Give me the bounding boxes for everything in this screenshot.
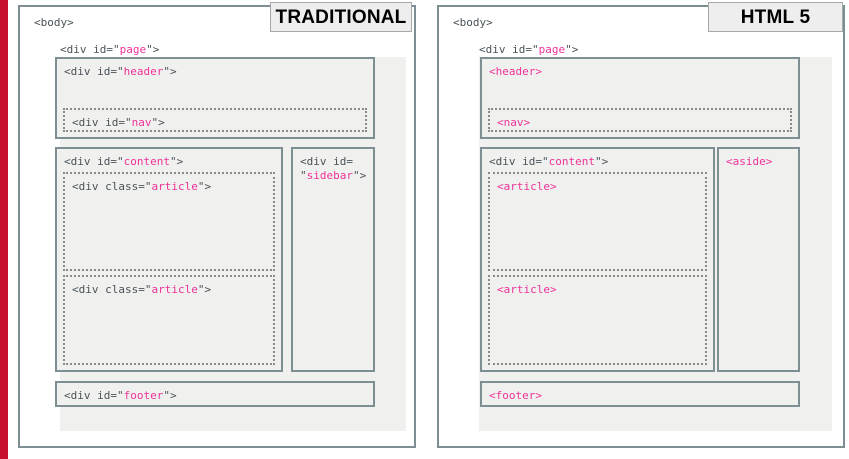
article1-value: article <box>151 180 198 193</box>
block-article-1-html5[interactable]: <article> <box>488 172 707 271</box>
block-nav-label-html5: <nav> <box>497 116 530 130</box>
block-footer-html5[interactable]: <footer> <box>480 381 800 407</box>
footer-value-html5: <footer> <box>489 389 542 402</box>
page-div-label-traditional: <div id="page"> <box>60 43 159 57</box>
block-content-label-traditional: <div id="content"> <box>64 155 183 169</box>
article1-value-html5: <article> <box>497 180 557 193</box>
article2-prefix: <div class=" <box>72 283 152 296</box>
block-article-1-label-html5: <article> <box>497 180 557 194</box>
badge-html5: HTML 5 <box>708 2 843 32</box>
page-div-value-html5: page <box>538 43 566 56</box>
aside-value-html5: <aside> <box>726 155 773 168</box>
page-div-label-html5: <div id="page"> <box>479 43 578 57</box>
content-prefix: <div id=" <box>64 155 124 168</box>
content-value-html5: content <box>548 155 595 168</box>
footer-suffix: "> <box>163 389 177 402</box>
content-suffix: "> <box>169 155 184 168</box>
block-nav-html5[interactable]: <nav> <box>488 108 792 132</box>
block-footer-traditional[interactable]: <div id="footer"> <box>55 381 375 407</box>
sidebar-prefix: <div id= " <box>300 155 353 182</box>
content-prefix-html5: <div id=" <box>489 155 549 168</box>
block-aside-html5[interactable]: <aside> <box>717 147 800 372</box>
page-div-value: page <box>119 43 147 56</box>
nav-prefix: <div id=" <box>72 116 132 129</box>
article2-suffix: "> <box>197 283 212 296</box>
block-header-label-traditional: <div id="header"> <box>64 65 177 79</box>
block-nav-traditional[interactable]: <div id="nav"> <box>63 108 367 132</box>
nav-suffix: "> <box>151 116 165 129</box>
header-suffix: "> <box>163 65 177 78</box>
article1-suffix: "> <box>197 180 212 193</box>
block-article-2-traditional[interactable]: <div class="article"> <box>63 275 275 365</box>
accent-edge-bar <box>0 0 8 459</box>
block-sidebar-traditional[interactable]: <div id= "sidebar"> <box>291 147 375 372</box>
content-suffix-html5: "> <box>594 155 609 168</box>
header-value-html5: <header> <box>489 65 542 78</box>
block-article-1-label-traditional: <div class="article"> <box>72 180 211 194</box>
block-nav-label-traditional: <div id="nav"> <box>72 116 165 130</box>
sidebar-suffix: "> <box>352 169 367 182</box>
footer-value: footer <box>123 389 164 402</box>
header-prefix: <div id=" <box>64 65 124 78</box>
sidebar-value: sidebar <box>306 169 353 182</box>
block-article-2-label-traditional: <div class="article"> <box>72 283 211 297</box>
body-tag-label-traditional: <body> <box>34 16 74 29</box>
header-value: header <box>123 65 164 78</box>
block-content-label-html5: <div id="content"> <box>489 155 608 169</box>
badge-traditional: TRADITIONAL <box>270 2 412 32</box>
block-header-label-html5: <header> <box>489 65 542 79</box>
article1-prefix: <div class=" <box>72 180 152 193</box>
page-div-suffix: "> <box>146 43 160 56</box>
content-value: content <box>123 155 170 168</box>
nav-value-html5: <nav> <box>497 116 531 129</box>
block-footer-label-html5: <footer> <box>489 389 542 403</box>
block-article-2-label-html5: <article> <box>497 283 557 297</box>
article2-value-html5: <article> <box>497 283 557 296</box>
footer-prefix: <div id=" <box>64 389 124 402</box>
block-sidebar-label-traditional: <div id= "sidebar"> <box>300 155 370 183</box>
body-tag-label-html5: <body> <box>453 16 493 29</box>
page-div-prefix-html5: <div id=" <box>479 43 539 56</box>
page-div-suffix-html5: "> <box>565 43 579 56</box>
page-div-prefix: <div id=" <box>60 43 120 56</box>
nav-value: nav <box>131 116 152 129</box>
block-article-1-traditional[interactable]: <div class="article"> <box>63 172 275 271</box>
block-footer-label-traditional: <div id="footer"> <box>64 389 177 403</box>
block-article-2-html5[interactable]: <article> <box>488 275 707 365</box>
block-aside-label-html5: <aside> <box>726 155 772 169</box>
article2-value: article <box>151 283 198 296</box>
